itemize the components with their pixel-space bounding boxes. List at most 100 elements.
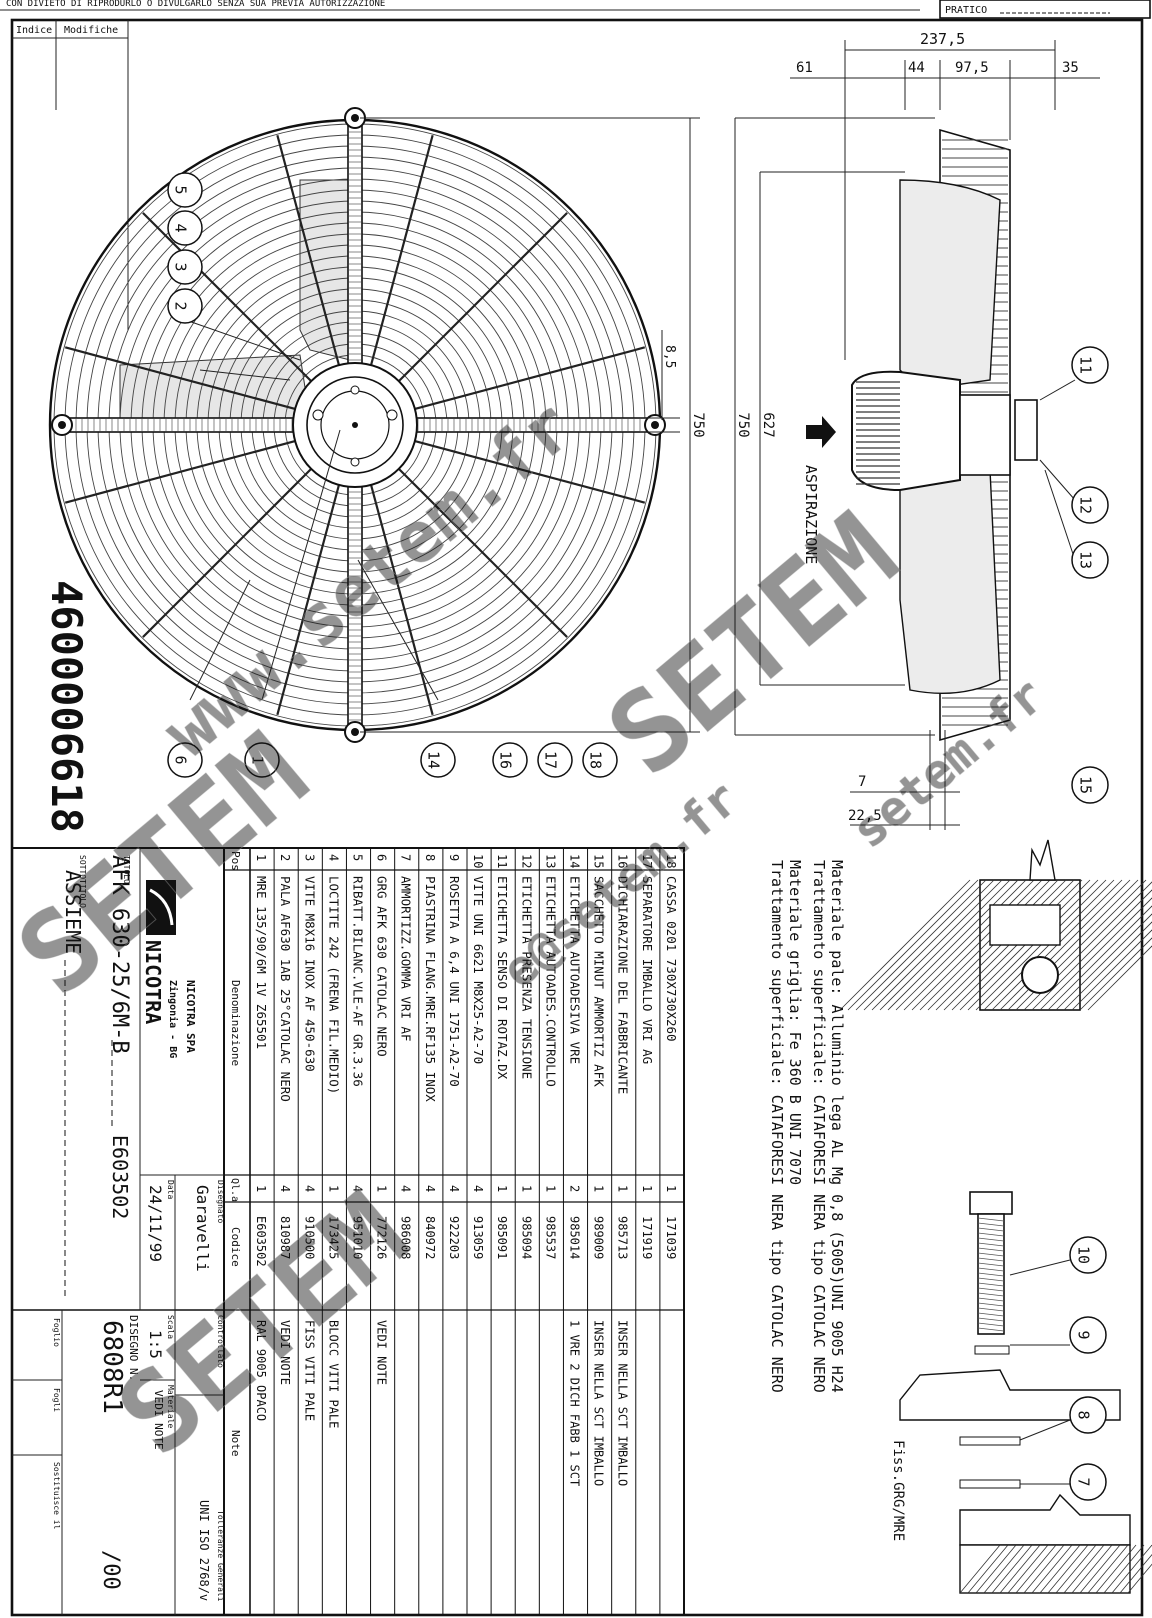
fixing-detail: Fiss.GRG/MRE (890, 1191, 1152, 1594)
bom-row-note: VEDI NOTE (278, 1320, 292, 1385)
bom-row-pos: 3 (302, 854, 316, 861)
callout-15: 15 (1077, 776, 1095, 794)
bom-row-denominazione: SEPARATORE IMBALLO VRI AG (640, 876, 655, 1064)
bom-row-pos: 2 (278, 854, 292, 861)
bom-row-denominazione: PALA AF630 1AB 25°CATOLAC NERO (278, 876, 293, 1102)
bom-row-pos: 13 (543, 854, 557, 868)
bom-row-codice: 985537 (543, 1216, 557, 1259)
callout-bubble-16 (492, 742, 528, 778)
bom-row-codice: 985091 (495, 1216, 509, 1259)
tolleranze-value: UNI ISO 2768/v (197, 1500, 211, 1601)
sottotitolo-label: SOTTOTITOLO (78, 855, 87, 908)
bom-row-qty: 1 (543, 1185, 557, 1192)
bom-row-codice: 171039 (664, 1216, 678, 1259)
callout-17: 17 (542, 751, 560, 769)
bom-row-denominazione: LOCTITE 242 (FRENA FIL.MEDIO) (326, 876, 341, 1094)
callout-5: 5 (172, 185, 190, 194)
bom-row-codice: 951010 (351, 1216, 365, 1259)
section-detail (839, 839, 1152, 1011)
callout-bubble-5 (167, 172, 203, 208)
callout-bubble-4 (167, 210, 203, 246)
company-name: NICOTRA SPA (184, 980, 197, 1053)
data-label: Data (166, 1180, 175, 1199)
bom-row-pos: 6 (375, 854, 389, 861)
disegnato-label: Disegnato (216, 1180, 225, 1224)
bom-row-denominazione: ETICHETTA PRESENZA TENSIONE (519, 876, 534, 1079)
bom-row-qty: 4 (278, 1185, 292, 1192)
callout-18: 18 (587, 751, 605, 769)
scala-label: Scala (166, 1315, 175, 1339)
controllato-label: Controllato (216, 1315, 225, 1368)
airflow-label: ASPIRAZIONE (802, 465, 820, 564)
note-materiale-griglia: Materiale griglia: Fe 360 B UNI 7070 (786, 860, 804, 1185)
materiale-value: VEDI NOTE (152, 1390, 165, 1450)
bom-row-pos: 5 (351, 854, 365, 861)
bom-row-denominazione: RIBATT.BILANC.VLE-AF GR.3.36 (351, 876, 366, 1087)
tolleranze-label: Tolleranze Generali (216, 1510, 225, 1602)
bom-row-note: FISS VITI PALE (302, 1320, 316, 1421)
bom-row-qty: 1 (592, 1185, 606, 1192)
side-dim-750: 750 (735, 412, 751, 437)
bom-row-denominazione: AMMORTIZZ.GOMMA VRI AF (399, 876, 414, 1042)
bom-row-codice: 985713 (616, 1216, 630, 1259)
bom-row-qty: 1 (519, 1185, 533, 1192)
titolo-code: E603502 (108, 1135, 132, 1219)
fixing-label: Fiss.GRG/MRE (890, 1440, 906, 1541)
disegno-label: DISEGNO N. (127, 1315, 140, 1381)
motor-fins (856, 381, 900, 485)
bom-row-denominazione: CASSA 0201 730X730X260 (664, 876, 679, 1042)
bom-row-pos: 9 (447, 854, 461, 861)
bom-row-codice: 985014 (568, 1216, 582, 1259)
callout-bubble-10 (1069, 1236, 1107, 1274)
bom-row-codice: 840972 (423, 1216, 437, 1259)
bom-row-qty: 1 (640, 1185, 654, 1192)
sottotitolo-value: ASSIEME (61, 870, 85, 954)
bom-header-qty: Ql.a (229, 1178, 240, 1202)
bom-row-codice: 922203 (447, 1216, 461, 1259)
callout-10: 10 (1075, 1246, 1093, 1264)
bom-row-qty: 1 (375, 1185, 389, 1192)
bom-row-codice: 986008 (399, 1216, 413, 1259)
bom-row-denominazione: DICHIARAZIONE DEL FABBRICANTE (616, 876, 631, 1094)
callout-4: 4 (172, 223, 190, 232)
part-number: 4600006618 (42, 580, 91, 833)
bom-row-denominazione: ETICHETTA AUTOADES.CONTROLLO (543, 876, 558, 1087)
detail-callouts: 10987 (1069, 1236, 1107, 1501)
side-view: 237,5 61 44 97,5 35 ASPIRAZIONE 750 627 (734, 30, 1100, 830)
bom-row-note: RAL 9005 OPACO (254, 1320, 268, 1421)
bom-row-denominazione: ETICHETTA SENSO DI ROTAZ.DX (495, 876, 510, 1080)
bom-row-qty: 4 (302, 1185, 316, 1192)
bom-row-pos: 16 (616, 854, 630, 868)
foglio-label: Foglio (52, 1318, 61, 1347)
bom-row-pos: 15 (592, 854, 606, 868)
bom-row-qty: 1 (254, 1185, 268, 1192)
note-materiale-pale: Materiale pale: Alluminio lega AL Mg 0,8… (828, 860, 846, 1393)
side-dim-61: 61 (796, 60, 813, 76)
callout-9: 9 (1075, 1330, 1093, 1339)
callout-2: 2 (172, 301, 190, 310)
title-block: NICOTRA NICOTRA SPA Zingonia - BG TITOLO… (11, 847, 225, 1616)
bom-header-denominazione: Denominazione (229, 980, 242, 1066)
scala-value: 1:5 (146, 1330, 165, 1359)
bom-row-qty: 4 (399, 1185, 413, 1192)
bom-row-qty: 1 (326, 1185, 340, 1192)
disegno-rev: /00 (98, 1550, 123, 1590)
note-trattamento-2: Trattamento superficiale: CATAFORESI NER… (768, 860, 786, 1393)
bom-row-codice: 171919 (640, 1216, 654, 1259)
bom-row-pos: 11 (495, 854, 509, 868)
bom-header-note: Note (229, 1430, 242, 1457)
bom-row-pos: 4 (326, 854, 340, 861)
company-city: Zingonia - BG (167, 980, 179, 1058)
callout-7: 7 (1075, 1477, 1093, 1486)
callout-bubble-12 (1071, 486, 1109, 524)
callout-14: 14 (425, 751, 443, 769)
bom-row-pos: 8 (423, 854, 437, 861)
bom-row-denominazione: PIASTRINA FLANG.MRE.RF135 INOX (423, 876, 438, 1102)
bom-row-pos: 14 (568, 854, 582, 868)
front-dim-8-5: 8,5 (662, 345, 677, 368)
callout-16: 16 (497, 751, 515, 769)
revision-modifiche: Modifiche (64, 25, 118, 36)
